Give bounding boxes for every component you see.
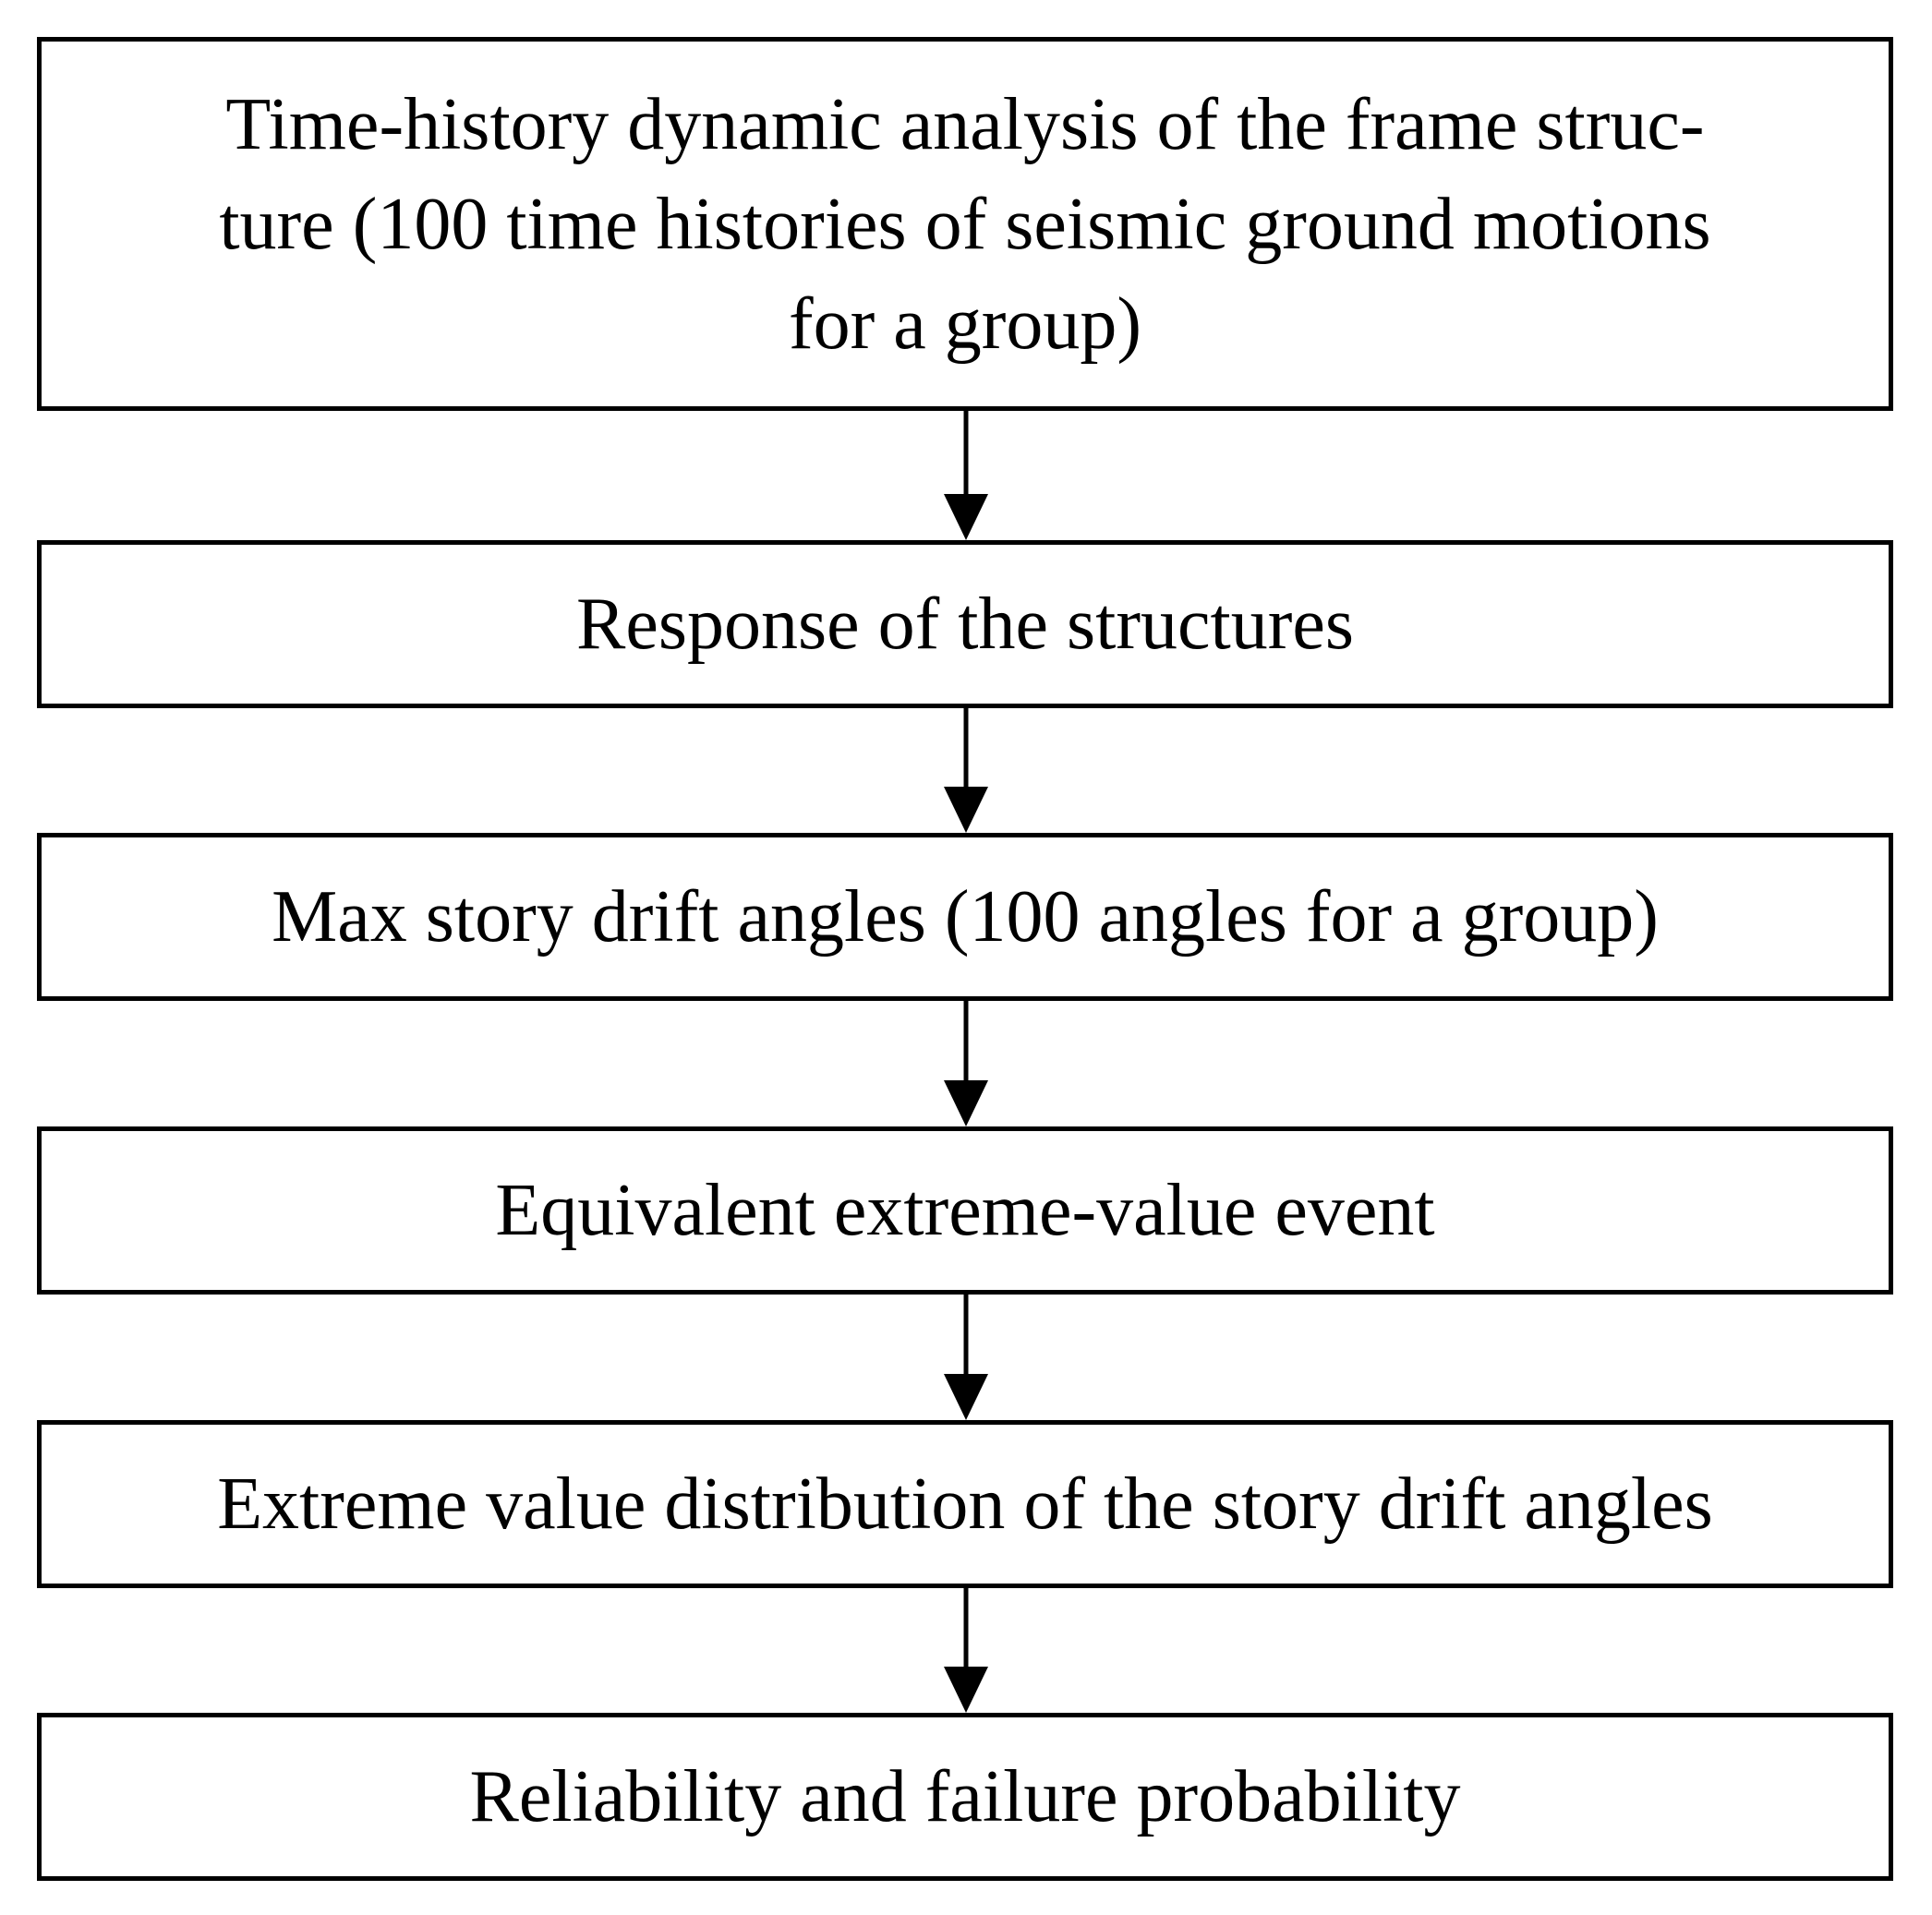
arrow-4-to-5	[944, 1295, 988, 1420]
step-label-structure-response: Response of the structures	[575, 584, 1355, 665]
step-box-structure-response: Response of the structures	[37, 540, 1893, 708]
step-label-extreme-value-distribution: Extreme value distribution of the story …	[217, 1463, 1713, 1545]
step-box-extreme-value-distribution: Extreme value distribution of the story …	[37, 1420, 1893, 1588]
arrow-3-to-4	[944, 1001, 988, 1126]
step-box-equivalent-extreme-value-event: Equivalent extreme-value event	[37, 1126, 1893, 1295]
arrow-5-to-6	[944, 1588, 988, 1713]
step-box-reliability-failure-probability: Reliability and failure probability	[37, 1713, 1893, 1881]
arrow-2-to-3	[944, 708, 988, 833]
step-box-time-history-analysis: Time-history dynamic analysis of the fra…	[37, 37, 1893, 411]
step-label-reliability-failure-probability: Reliability and failure probability	[469, 1756, 1461, 1837]
step-box-max-story-drift-angles: Max story drift angles (100 angles for a…	[37, 833, 1893, 1001]
step-label-time-history-analysis: Time-history dynamic analysis of the fra…	[219, 83, 1711, 365]
step-label-equivalent-extreme-value-event: Equivalent extreme-value event	[495, 1170, 1435, 1251]
arrow-1-to-2	[944, 411, 988, 540]
step-label-max-story-drift-angles: Max story drift angles (100 angles for a…	[272, 876, 1659, 958]
